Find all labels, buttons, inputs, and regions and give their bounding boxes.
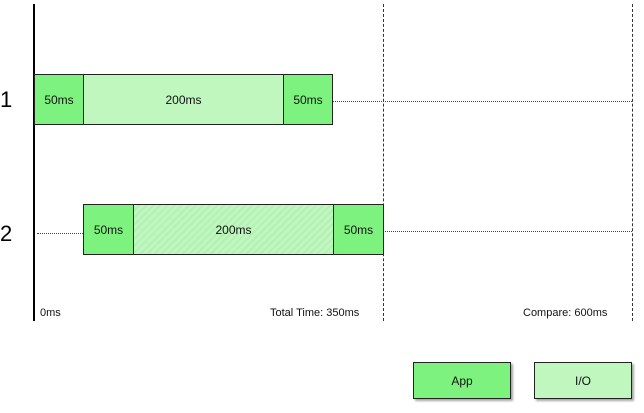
row-1-label: 1 — [0, 87, 13, 112]
start-time-label: 0ms — [40, 307, 61, 319]
legend-app: App — [413, 362, 511, 399]
total-time-marker — [383, 4, 384, 321]
row-2-app-start: 50ms — [83, 204, 134, 255]
row-1-io: 200ms — [83, 74, 284, 125]
compare-time-marker — [632, 4, 633, 321]
row-2-label: 2 — [0, 221, 13, 246]
row-2-leading-dots — [37, 233, 83, 234]
total-time-label: Total Time: 350ms — [270, 307, 360, 319]
row-2-trailing-dots — [383, 231, 632, 232]
row-2-app-end: 50ms — [333, 204, 384, 255]
compare-time-label: Compare: 600ms — [523, 307, 608, 319]
row-2-io: 200ms — [133, 204, 334, 255]
row-1-app-start: 50ms — [34, 74, 84, 125]
legend-io: I/O — [534, 362, 632, 399]
row-1-trailing-dots — [333, 101, 632, 102]
row-1-app-end: 50ms — [283, 74, 333, 125]
time-axis — [33, 4, 35, 321]
